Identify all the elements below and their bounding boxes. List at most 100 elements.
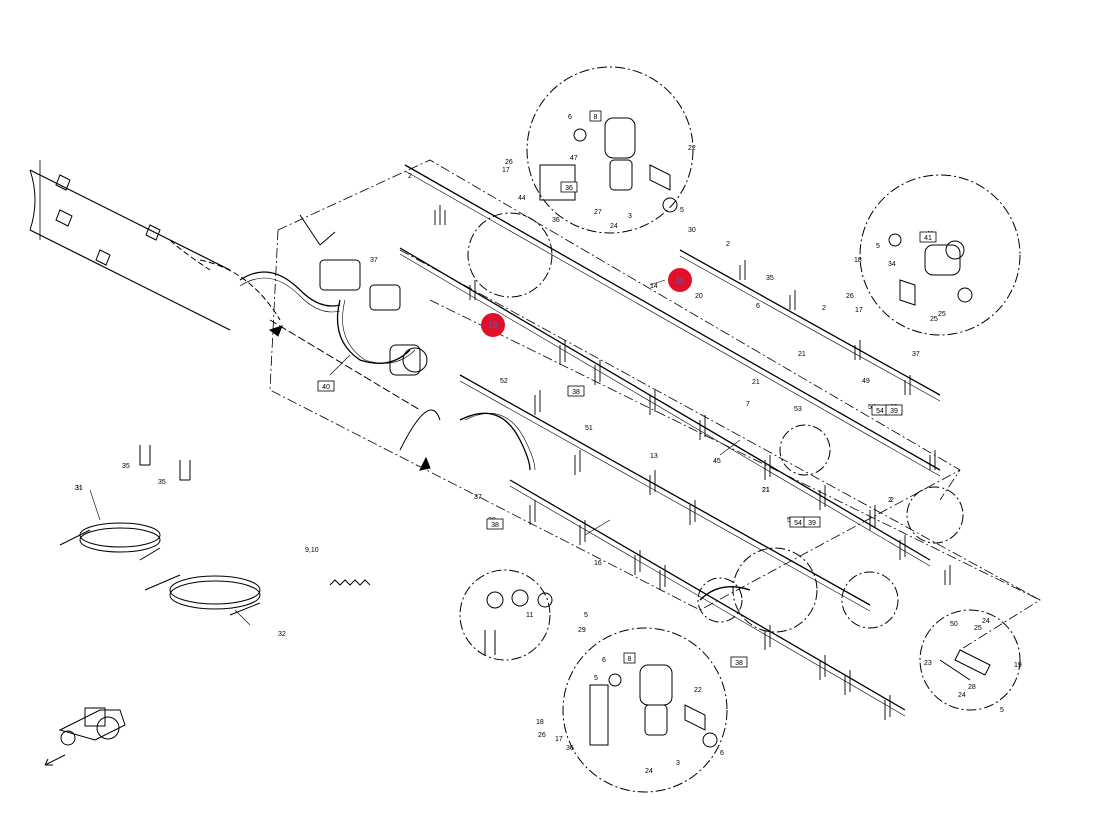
part-callout: 34 xyxy=(888,261,896,268)
part-callout: 2 xyxy=(890,497,894,504)
part-callout: 45 xyxy=(713,458,721,465)
part-callout: 50 xyxy=(950,621,958,628)
boxed-part-callout: 8 xyxy=(623,652,636,664)
svg-text:38: 38 xyxy=(572,389,580,396)
boxed-part-callout: 8 xyxy=(589,110,602,122)
svg-text:8: 8 xyxy=(628,656,632,663)
boxed-part-callout: 54 xyxy=(789,516,807,528)
part-callout: 20 xyxy=(695,293,703,300)
part-callout: 25 xyxy=(974,625,982,632)
part-callout: 26 xyxy=(538,732,546,739)
svg-text:54: 54 xyxy=(876,408,884,415)
part-callout: 35 xyxy=(766,275,774,282)
hotspot-16-label: 16 xyxy=(676,276,685,285)
part-callout: 6 xyxy=(720,750,724,757)
part-callout: 17 xyxy=(555,736,563,743)
boxed-part-callout: 36 xyxy=(560,181,578,193)
part-callout: 2 xyxy=(726,241,730,248)
boxed-part-callout: 41 xyxy=(919,231,937,243)
part-callout: 17 xyxy=(855,307,863,314)
part-callout: 21 xyxy=(762,487,770,494)
part-callout: 28 xyxy=(968,684,976,691)
boxed-part-callout: 38 xyxy=(567,385,585,397)
part-callout: 49 xyxy=(862,378,870,385)
boxed-part-callout: 39 xyxy=(885,404,903,416)
svg-text:8: 8 xyxy=(594,114,598,121)
hotspot-16[interactable]: 16 xyxy=(668,268,692,292)
svg-text:40: 40 xyxy=(322,384,330,391)
part-callout: 7 xyxy=(746,401,750,408)
part-callout: 24 xyxy=(982,618,990,625)
part-callout: 3 xyxy=(628,213,632,220)
part-callout: 16 xyxy=(594,560,602,567)
part-callout: 6 xyxy=(602,657,606,664)
part-callout: 24 xyxy=(958,692,966,699)
part-callout: 26 xyxy=(846,293,854,300)
part-callout: 5 xyxy=(680,207,684,214)
part-callout: 13 xyxy=(650,453,658,460)
part-callout: 44 xyxy=(518,195,526,202)
part-callout: 26 xyxy=(505,159,513,166)
part-callout: 30 xyxy=(688,227,696,234)
svg-text:54: 54 xyxy=(794,520,802,527)
part-callout: 5 xyxy=(594,675,598,682)
part-callout: 6 xyxy=(568,114,572,121)
boxed-part-callout: 54 xyxy=(871,404,889,416)
part-callout: 9,10 xyxy=(305,547,319,554)
part-callout: 19 xyxy=(1014,662,1022,669)
boxed-part-callout: 39 xyxy=(803,516,821,528)
svg-text:38: 38 xyxy=(491,522,499,529)
part-callout: 14 xyxy=(650,283,658,290)
part-callout: 5 xyxy=(876,243,880,250)
part-callout: 37 xyxy=(474,494,482,501)
part-callout: 25 xyxy=(938,311,946,318)
part-callout: 31 xyxy=(75,485,83,492)
part-callout: 17 xyxy=(502,167,510,174)
part-callout: 35 xyxy=(158,479,166,486)
hotspot-19[interactable]: 19 xyxy=(481,313,505,337)
part-callout: 2 xyxy=(822,305,826,312)
part-callout: 35 xyxy=(122,463,130,470)
part-callout: 18 xyxy=(854,257,862,264)
part-callout: 37 xyxy=(912,351,920,358)
part-callout: 32 xyxy=(278,631,286,638)
part-callout: 53 xyxy=(794,406,802,413)
part-callout: 11 xyxy=(526,612,533,619)
boxed-part-callout: 38 xyxy=(486,518,504,530)
part-callout: 6 xyxy=(756,303,760,310)
part-callout: 37 xyxy=(370,257,378,264)
svg-text:39: 39 xyxy=(890,408,898,415)
part-callout: 5 xyxy=(584,612,588,619)
part-callout: 22 xyxy=(688,145,696,152)
part-callout: 21 xyxy=(798,351,806,358)
svg-text:36: 36 xyxy=(565,185,573,192)
part-callout: 2 xyxy=(888,497,892,504)
part-callout: 21 xyxy=(762,487,770,494)
part-callout: 27 xyxy=(594,209,602,216)
boxed-part-callout: 40 xyxy=(317,380,335,392)
svg-text:39: 39 xyxy=(808,520,816,527)
part-callout: 5 xyxy=(1000,707,1004,714)
part-callout: 36 xyxy=(566,745,574,752)
part-callout: 2 xyxy=(408,173,412,180)
part-callout: 21 xyxy=(752,379,760,386)
part-callout: 25 xyxy=(930,316,938,323)
svg-text:38: 38 xyxy=(735,660,743,667)
part-callout: 23 xyxy=(924,660,932,667)
part-callout: 24 xyxy=(645,768,653,775)
part-callout: 3 xyxy=(676,760,680,767)
hotspot-19-label: 19 xyxy=(489,321,498,330)
part-callout: 51 xyxy=(585,425,593,432)
part-callout: 22 xyxy=(694,687,702,694)
part-callout: 29 xyxy=(578,627,586,634)
part-callout: 52 xyxy=(500,378,508,385)
part-callout: 18 xyxy=(536,719,544,726)
svg-text:41: 41 xyxy=(924,235,932,242)
part-callout: 47 xyxy=(570,155,578,162)
boxed-part-callout: 38 xyxy=(730,656,748,668)
part-callout: 31 xyxy=(75,485,83,492)
part-callout: 36 xyxy=(552,217,560,224)
part-callout: 24 xyxy=(610,223,618,230)
